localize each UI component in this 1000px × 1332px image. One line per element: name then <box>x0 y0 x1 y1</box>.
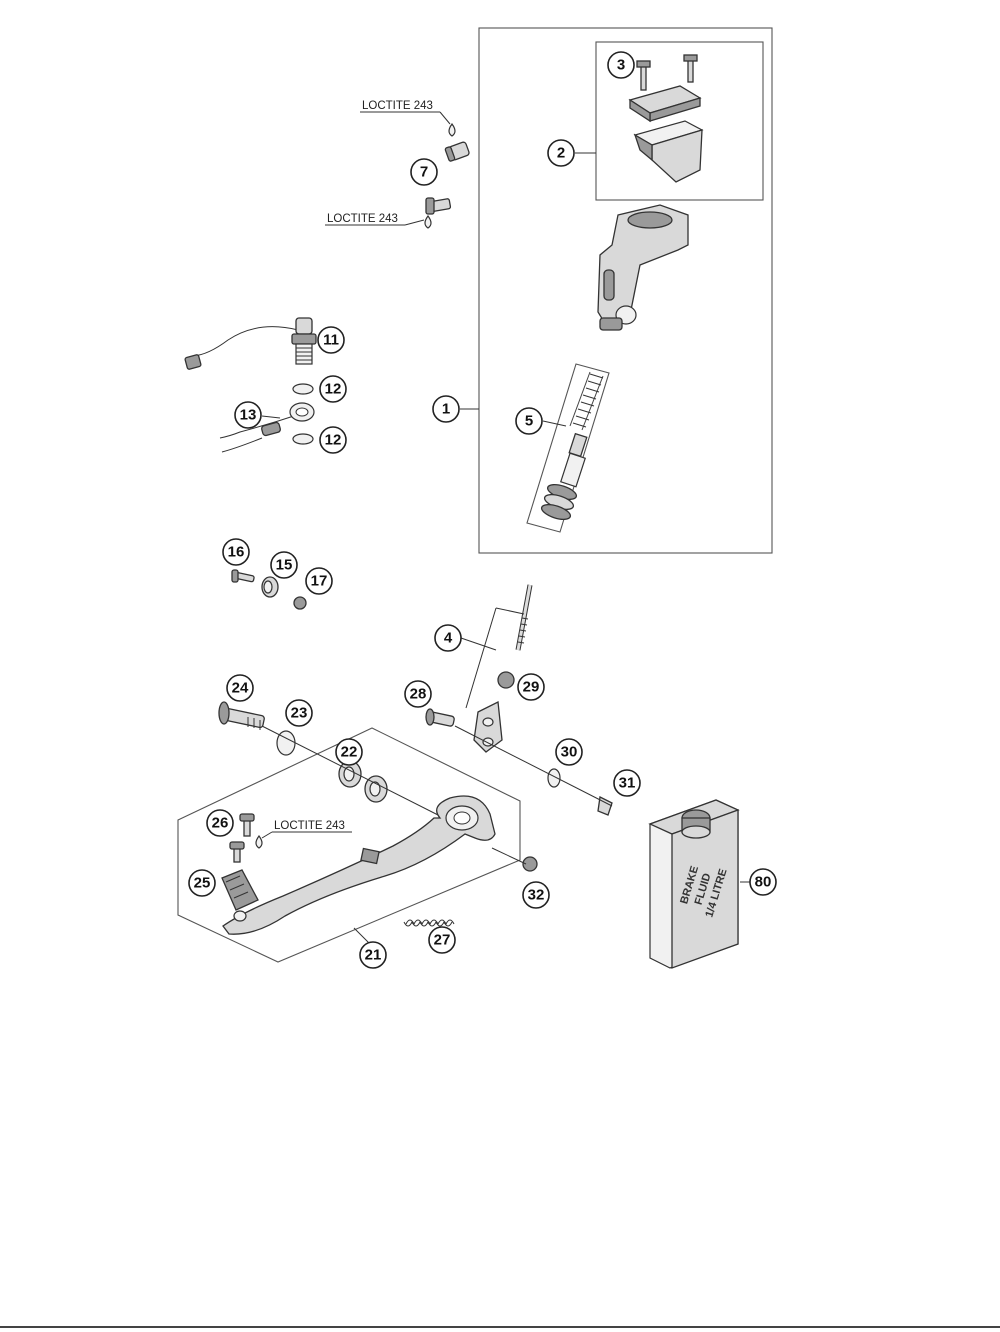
piston <box>560 432 588 488</box>
svg-text:5: 5 <box>525 413 533 430</box>
callout-12a: 12 <box>319 375 347 403</box>
loctite-label: LOCTITE 243 <box>327 213 398 225</box>
callout-13: 13 <box>234 401 262 429</box>
callout-80: 80 <box>749 868 777 896</box>
sealing-washer <box>292 433 314 445</box>
svg-text:1: 1 <box>442 401 450 418</box>
svg-text:32: 32 <box>528 887 545 904</box>
svg-text:29: 29 <box>523 679 540 696</box>
brake-light-switch <box>184 317 317 370</box>
brake-hose <box>219 402 315 453</box>
callout-25: 25 <box>188 869 216 897</box>
callout-32: 32 <box>522 881 550 909</box>
pushrod <box>515 584 533 651</box>
brake-pedal-lever <box>222 795 496 935</box>
reservoir-cap-frame <box>595 41 764 201</box>
callout-30: 30 <box>555 738 583 766</box>
nut-32 <box>522 856 538 872</box>
loctite-drop-icon <box>255 834 263 849</box>
pedal-tip-25 <box>221 869 259 911</box>
screw-16 <box>231 569 255 583</box>
pivot-bolt-24 <box>218 701 265 730</box>
bushing-15 <box>261 576 279 598</box>
callout-29: 29 <box>517 673 545 701</box>
callout-22: 22 <box>335 738 363 766</box>
svg-text:24: 24 <box>232 680 249 697</box>
svg-text:12: 12 <box>325 432 342 449</box>
svg-text:11: 11 <box>323 332 339 349</box>
callout-5: 5 <box>515 407 543 435</box>
loctite-top-note: LOCTITE 243 <box>360 100 451 125</box>
callout-24: 24 <box>226 674 254 702</box>
svg-text:3: 3 <box>617 57 625 74</box>
callout-3: 3 <box>607 51 635 79</box>
piston-seals <box>540 483 578 521</box>
master-cylinder-body <box>597 204 689 331</box>
brake-fluid-can: BRAKE FLUID 1/4 LITRE <box>648 799 740 969</box>
svg-text:30: 30 <box>561 744 578 761</box>
loctite-label: LOCTITE 243 <box>362 100 433 112</box>
return-spring-27 <box>403 919 455 927</box>
svg-text:26: 26 <box>212 815 229 832</box>
callout-28: 28 <box>404 680 432 708</box>
lock-nut-29 <box>497 671 515 689</box>
master-cylinder-frame <box>478 27 773 554</box>
callout-1: 1 <box>432 395 460 423</box>
svg-text:23: 23 <box>291 705 308 722</box>
svg-text:21: 21 <box>365 947 382 964</box>
sealing-washer <box>292 383 314 395</box>
callout-21: 21 <box>359 941 387 969</box>
svg-text:25: 25 <box>194 875 211 892</box>
page-bottom-rule <box>0 1326 1000 1328</box>
screws-26 <box>229 813 255 863</box>
svg-text:80: 80 <box>755 874 772 891</box>
svg-text:16: 16 <box>228 544 245 561</box>
loctite-drop-icon <box>448 122 456 137</box>
clip-31 <box>597 796 613 816</box>
svg-text:4: 4 <box>444 630 453 647</box>
reservoir-diaphragm <box>633 120 704 183</box>
loctite-mid-note: LOCTITE 243 <box>325 213 425 226</box>
svg-text:15: 15 <box>276 557 293 574</box>
svg-text:27: 27 <box>434 932 451 949</box>
callout-12b: 12 <box>319 426 347 454</box>
callout-4: 4 <box>434 624 462 652</box>
svg-text:28: 28 <box>410 686 427 703</box>
svg-text:17: 17 <box>311 573 328 590</box>
bushings-22 <box>338 760 388 803</box>
svg-text:12: 12 <box>325 381 342 398</box>
callout-17: 17 <box>305 567 333 595</box>
banjo-bolt-upper <box>444 141 470 162</box>
loctite-drop-icon <box>424 214 432 229</box>
callout-2: 2 <box>547 139 575 167</box>
svg-text:22: 22 <box>341 744 358 761</box>
svg-text:7: 7 <box>420 164 428 181</box>
washer-30 <box>547 768 561 788</box>
clevis <box>473 700 503 753</box>
clevis-pin-28 <box>425 708 455 727</box>
callout-16: 16 <box>222 538 250 566</box>
svg-text:31: 31 <box>619 775 636 792</box>
loctite-lower-note: LOCTITE 243 <box>261 820 352 839</box>
callout-31: 31 <box>613 769 641 797</box>
callout-7: 7 <box>410 158 438 186</box>
callout-27: 27 <box>428 926 456 954</box>
callout-11: 11 <box>317 326 345 354</box>
piston-spring <box>569 371 604 431</box>
loctite-label: LOCTITE 243 <box>274 820 345 832</box>
svg-text:2: 2 <box>557 145 565 162</box>
callout-15: 15 <box>270 551 298 579</box>
bolt-lower <box>425 197 452 215</box>
nut-17 <box>293 596 307 610</box>
callout-26: 26 <box>206 809 234 837</box>
cap-screws <box>636 54 698 91</box>
piston-kit-frame <box>526 363 610 533</box>
svg-text:13: 13 <box>240 407 257 424</box>
callout-23: 23 <box>285 699 313 727</box>
reservoir-cap <box>628 85 702 123</box>
brake-pedal-frame <box>177 727 521 963</box>
pushrod-bracket <box>465 607 497 709</box>
